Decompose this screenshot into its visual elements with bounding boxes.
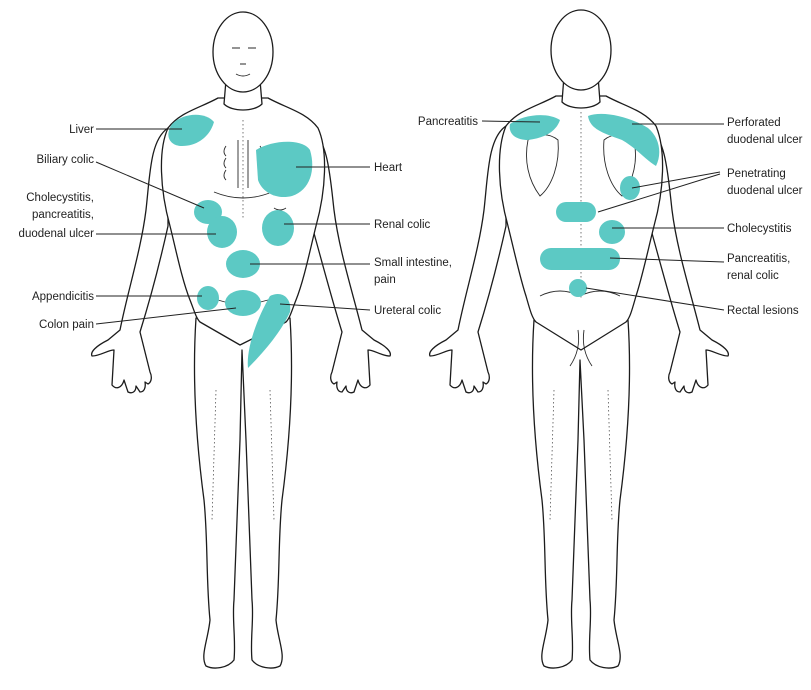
label-colon-pain: Colon pain <box>39 319 94 331</box>
label-penetrating-line-2: duodenal ulcer <box>727 185 803 197</box>
label-small-intestine-line-1: Small intestine, <box>374 257 452 269</box>
label-heart: Heart <box>374 162 403 174</box>
front-head <box>213 12 273 92</box>
label-pancreatitis-renal-line-2: renal colic <box>727 270 779 282</box>
label-cholecystitis-line-2: pancreatitis, <box>32 209 94 221</box>
pain-area-back-cholecystitis <box>599 220 625 244</box>
label-cholecystitis-line-1: Cholecystitis, <box>26 192 94 204</box>
label-pancreatitis-renal-line-1: Pancreatitis, <box>727 253 790 265</box>
label-biliary-colic: Biliary colic <box>36 154 94 166</box>
pain-area-cholecystitis <box>207 216 237 248</box>
label-cholecystitis-line-3: duodenal ulcer <box>19 228 95 240</box>
front-body-figure <box>92 12 391 668</box>
label-ureteral-colic: Ureteral colic <box>374 305 441 317</box>
front-right-arm <box>92 128 168 393</box>
back-legs <box>532 320 629 668</box>
pain-area-renal-colic <box>262 210 294 246</box>
label-cholecystitis-back: Cholecystitis <box>727 223 792 235</box>
label-perforated-line-1: Perforated <box>727 117 781 129</box>
pain-area-back-penetrating-ulcer <box>620 176 640 200</box>
back-body-figure <box>430 10 729 668</box>
pain-area-back-pancreatitis-renal <box>540 248 620 270</box>
pain-area-back-midline <box>556 202 596 222</box>
label-small-intestine-line-2: pain <box>374 274 396 286</box>
label-pancreatitis-back: Pancreatitis <box>418 116 478 128</box>
label-appendicitis: Appendicitis <box>32 291 94 303</box>
pain-area-back-rectal <box>569 279 587 297</box>
label-liver: Liver <box>69 124 94 136</box>
label-rectal-lesions: Rectal lesions <box>727 305 799 317</box>
pain-area-colon <box>225 290 261 316</box>
label-perforated-line-2: duodenal ulcer <box>727 134 803 146</box>
label-penetrating-line-1: Penetrating <box>727 168 786 180</box>
pain-area-appendicitis <box>197 286 219 310</box>
back-head <box>551 10 611 90</box>
label-renal-colic: Renal colic <box>374 219 430 231</box>
front-legs <box>194 318 291 668</box>
